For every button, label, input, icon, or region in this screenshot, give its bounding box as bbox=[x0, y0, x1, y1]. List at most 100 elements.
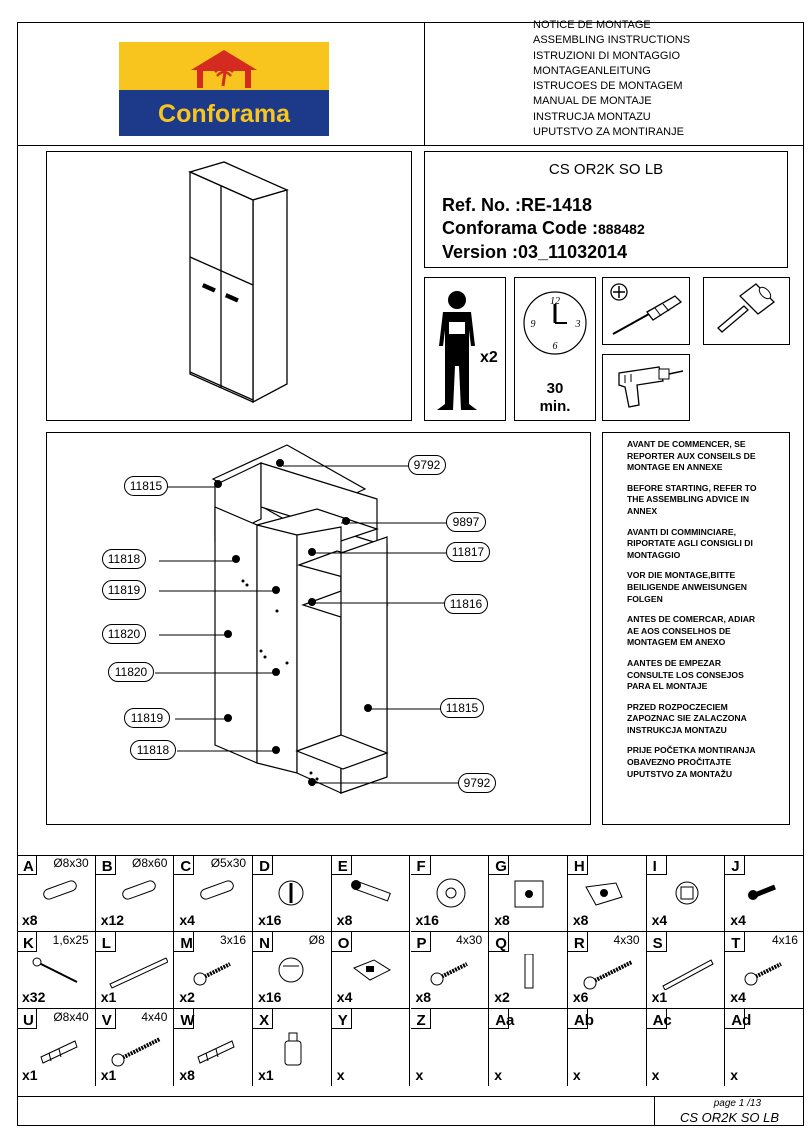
hardware-letter-box bbox=[410, 855, 431, 875]
rail-icon bbox=[104, 954, 168, 990]
hardware-qty: x4 bbox=[730, 912, 746, 928]
hardware-spec: 4x30 bbox=[613, 933, 640, 947]
hardware-letter-box bbox=[725, 932, 746, 952]
part-label: 11816 bbox=[444, 594, 488, 614]
notice-text: AVANT DE COMMENCER, SE REPORTER AUX CONS… bbox=[627, 439, 756, 473]
product-name: CS OR2K SO LB bbox=[548, 161, 664, 178]
dowel-icon bbox=[25, 877, 89, 913]
hardware-qty: x bbox=[572, 1067, 581, 1083]
screw-short-icon bbox=[733, 877, 797, 913]
strap-icon bbox=[655, 954, 719, 990]
language-line: MONTAGEANLEITUNG bbox=[533, 64, 651, 77]
hardware-letter-box bbox=[567, 855, 588, 875]
time-unit: min. bbox=[539, 398, 571, 415]
hardware-qty: x2 bbox=[179, 989, 195, 1005]
hardware-qty: x bbox=[336, 1067, 345, 1083]
hardware-spec: Ø8x40 bbox=[53, 1010, 89, 1024]
hardware-qty: x12 bbox=[100, 912, 125, 928]
header-divider bbox=[424, 22, 425, 146]
hardware-letter-box bbox=[331, 932, 352, 952]
persons-count: x2 bbox=[480, 349, 498, 366]
part-label: 11818 bbox=[102, 549, 146, 569]
hardware-qty: x bbox=[494, 1067, 502, 1083]
hardware-letter: N bbox=[259, 935, 270, 952]
hardware-qty: x bbox=[651, 1067, 660, 1083]
hardware-letter-box bbox=[17, 932, 37, 952]
screw-long-icon bbox=[104, 1031, 168, 1067]
hardware-qty: x16 bbox=[258, 989, 282, 1005]
hammer-icon bbox=[717, 283, 775, 333]
cap-icon bbox=[261, 954, 325, 990]
hardware-letter-box bbox=[17, 855, 37, 875]
hardware-letter: A bbox=[23, 858, 34, 875]
notice-text: VOR DIE MONTAGE,BITTE BEILIGENDE ANWEISU… bbox=[627, 570, 748, 604]
ref-value: RE-1418 bbox=[521, 195, 593, 215]
drill-box bbox=[602, 354, 690, 421]
hardware-letter-box bbox=[489, 932, 510, 952]
wall-plug-icon bbox=[182, 1031, 246, 1067]
hardware-qty: x8 bbox=[179, 1067, 195, 1083]
hardware-letter-box bbox=[331, 1009, 352, 1029]
hardware-qty: x8 bbox=[494, 912, 510, 928]
hardware-letter: C bbox=[180, 858, 192, 875]
hardware-letter: Aa bbox=[495, 1012, 515, 1029]
dowel-icon bbox=[104, 877, 168, 913]
hardware-qty: x6 bbox=[572, 989, 589, 1005]
glue-icon bbox=[261, 1031, 325, 1067]
part-label: 11815 bbox=[440, 698, 484, 718]
hardware-spec: 4x16 bbox=[771, 933, 798, 947]
hardware-qty: x4 bbox=[651, 912, 668, 928]
hardware-qty: x bbox=[730, 1067, 739, 1083]
hardware-letter: F bbox=[416, 858, 426, 875]
version-value: 03_11032014 bbox=[518, 242, 628, 262]
language-line: ASSEMBLING INSTRUCTIONS bbox=[533, 34, 691, 47]
hardware-qty: x8 bbox=[572, 912, 589, 928]
hardware-letter-box bbox=[410, 1009, 431, 1029]
footer-product-name: CS OR2K SO LB bbox=[680, 1110, 779, 1125]
part-label: 11818 bbox=[130, 740, 176, 760]
clock-icon: 12 3 6 9 bbox=[523, 291, 587, 355]
notice-text: AANTES DE EMPEZAR CONSULTE LOS CONSEJOS … bbox=[627, 657, 744, 692]
hardware-qty: x16 bbox=[415, 912, 439, 928]
hardware-letter: P bbox=[416, 935, 427, 952]
language-line: UPUTSTVO ZA MONTIRANJE bbox=[533, 126, 684, 139]
strip-icon bbox=[497, 954, 561, 990]
hardware-letter-box bbox=[489, 1009, 510, 1029]
hardware-letter: B bbox=[101, 858, 113, 875]
hardware-top-line bbox=[17, 855, 804, 856]
hardware-letter: K bbox=[23, 935, 34, 952]
product-image-box bbox=[46, 151, 412, 421]
hardware-letter: V bbox=[101, 1012, 112, 1029]
hardware-cell: N Ø8 x16 bbox=[253, 932, 332, 1009]
connector-icon bbox=[655, 877, 719, 913]
hardware-letter: X bbox=[259, 1012, 270, 1029]
conforama-logo: Conforama bbox=[119, 42, 329, 136]
notice-text: PRIJE POČETKA MONTIRANJA OBAVEZNO PROČIT… bbox=[627, 745, 756, 779]
hardware-spec: Ø8 bbox=[308, 933, 325, 947]
part-label: 11815 bbox=[124, 476, 168, 496]
part-label: 11820 bbox=[102, 624, 146, 644]
hardware-spec: Ø8x30 bbox=[53, 856, 89, 870]
hardware-letter-box bbox=[253, 932, 274, 952]
footer-line bbox=[17, 1096, 804, 1097]
time-value: 30 bbox=[546, 380, 564, 397]
hardware-qty: x8 bbox=[415, 989, 432, 1005]
part-label: 11820 bbox=[108, 662, 154, 682]
hardware-letter-box bbox=[95, 1009, 116, 1029]
hardware-letter: Ad bbox=[731, 1012, 752, 1029]
drill-icon bbox=[618, 366, 684, 408]
persons-box: x2 bbox=[424, 277, 506, 421]
screw-icon bbox=[733, 954, 797, 990]
version-label: Version : bbox=[442, 242, 519, 262]
cam-bolt-icon bbox=[340, 877, 404, 913]
ref-label: Ref. No. : bbox=[442, 195, 521, 215]
ref-number: Ref. No. :RE-1418 bbox=[442, 194, 645, 217]
